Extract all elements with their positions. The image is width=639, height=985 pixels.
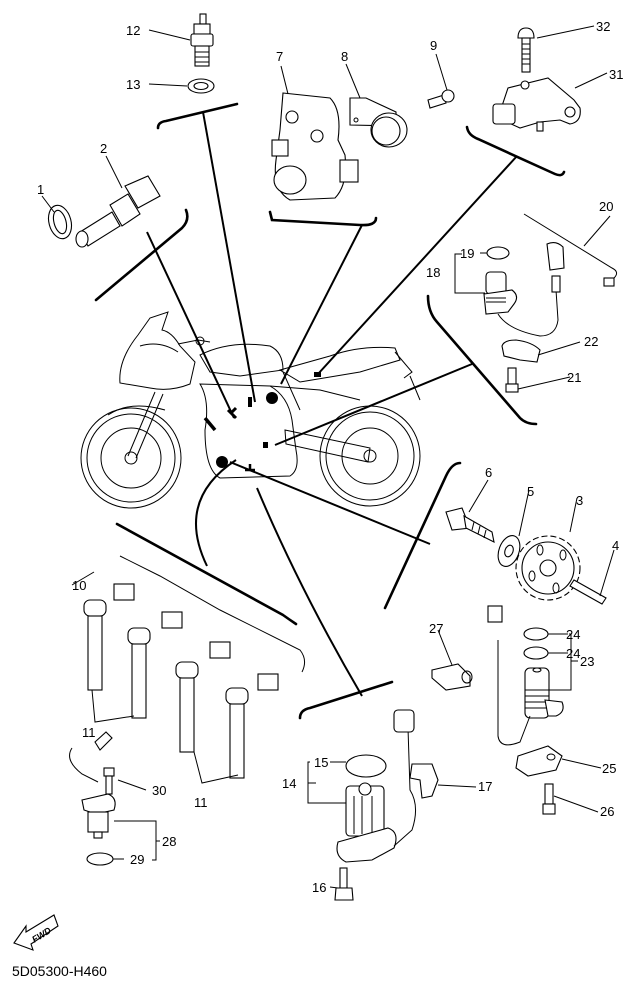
callout-21: 21: [567, 370, 581, 385]
callout-32: 32: [596, 19, 610, 34]
frame-temp-sensor-12: [156, 102, 239, 130]
fwd-arrow: FWD: [13, 914, 59, 951]
frame-coils-10: [115, 522, 298, 626]
callout-12: 12: [126, 23, 140, 38]
part-23-sensor: [487, 605, 564, 746]
part-13-washer: [187, 78, 215, 94]
callout-8: 8: [341, 49, 348, 64]
part-7-throttle-sensor: [271, 92, 359, 201]
callout-20: 20: [599, 199, 613, 214]
frame-gear-3: [383, 461, 462, 610]
part-22-clamp: [501, 339, 541, 363]
callout-26: 26: [600, 804, 614, 819]
part-12-sensor: [190, 13, 214, 67]
part-19-o-ring: [486, 246, 510, 260]
callout-labels: 12 13 1 2 7 8 9 32 31 20 19 18 22 21 6 5…: [37, 19, 623, 895]
callout-1: 1: [37, 182, 44, 197]
callout-11b: 11: [194, 795, 208, 810]
part-28-sensor: [69, 731, 116, 839]
marker-oil-14: [245, 464, 255, 472]
coil-1: [83, 599, 107, 691]
part-18-speed-sensor: [483, 271, 561, 337]
marker-map-31: [314, 372, 321, 377]
part-32-screw: [517, 27, 535, 73]
part-31-pressure-sensor: [492, 77, 581, 132]
callout-6: 6: [485, 465, 492, 480]
part-6-bolt: [445, 507, 495, 543]
marker-coils: [203, 416, 217, 432]
callout-13: 13: [126, 77, 140, 92]
marker-sensor-12: [248, 397, 252, 407]
part-25-cover: [515, 745, 563, 777]
frame-speed-18: [426, 294, 538, 426]
part-24-o-rings: [523, 627, 549, 660]
callout-18: 18: [426, 265, 440, 280]
part-17-clamp: [409, 763, 439, 799]
callout-17: 17: [478, 779, 492, 794]
part-14-oil-sensor: [336, 709, 416, 863]
callout-16: 16: [312, 880, 326, 895]
part-27-bracket: [431, 663, 473, 691]
callout-29: 29: [130, 852, 144, 867]
coil-4: [225, 687, 249, 779]
callout-31: 31: [609, 67, 623, 82]
part-10-wire-harness: [113, 555, 306, 691]
part-26-bolt: [542, 783, 556, 815]
callout-30: 30: [152, 783, 166, 798]
frame-sensor-2: [94, 208, 189, 302]
callout-leaders: [41, 25, 615, 889]
group-frames: [94, 102, 566, 720]
part-5-washer: [497, 535, 521, 567]
drawing-code: 5D05300-H460: [12, 963, 107, 979]
marker-speed-18: [263, 442, 268, 448]
callout-15: 15: [314, 755, 328, 770]
part-16-bolt: [334, 867, 354, 901]
part-1-gasket: [47, 204, 73, 240]
frame-throttle-7: [268, 210, 378, 227]
callout-10: 10: [72, 578, 86, 593]
part-21-bolt: [505, 367, 519, 393]
callout-25: 25: [602, 761, 616, 776]
marker-sensor-2: [226, 406, 238, 420]
callout-28: 28: [162, 834, 176, 849]
callout-4: 4: [612, 538, 619, 553]
callout-2: 2: [100, 141, 107, 156]
part-15-o-ring: [345, 754, 387, 778]
callout-27: 27: [429, 621, 443, 636]
marker-throttle-7: [266, 392, 278, 404]
pointer-lines: [146, 111, 518, 697]
callout-7: 7: [276, 49, 283, 64]
part-30-bolt: [103, 767, 115, 795]
part-9-screw: [427, 89, 455, 109]
motorcycle-illustration: [80, 311, 421, 509]
callout-24a: 24: [566, 627, 580, 642]
callout-14: 14: [282, 776, 296, 791]
coil-2: [127, 627, 151, 719]
part-11-ignition-coils: [83, 599, 249, 779]
callout-3: 3: [576, 493, 583, 508]
callout-23: 23: [580, 654, 594, 669]
coil-3: [175, 661, 199, 753]
callout-11a: 11: [82, 725, 96, 740]
callout-22: 22: [584, 334, 598, 349]
callout-19: 19: [460, 246, 474, 261]
callout-9: 9: [430, 38, 437, 53]
marker-gear-3: [216, 456, 228, 468]
part-8-sensor: [349, 97, 408, 148]
part-29-o-ring: [86, 852, 114, 866]
part-2-temperature-sensor: [75, 175, 161, 248]
frame-map-31: [465, 125, 566, 177]
callout-5: 5: [527, 484, 534, 499]
frame-oil-14: [298, 680, 394, 720]
part-4-pin: [569, 579, 607, 605]
part-20-lead: [523, 213, 618, 287]
part-3-sensor-rotor: [515, 535, 581, 601]
callout-24b: 24: [566, 646, 580, 661]
